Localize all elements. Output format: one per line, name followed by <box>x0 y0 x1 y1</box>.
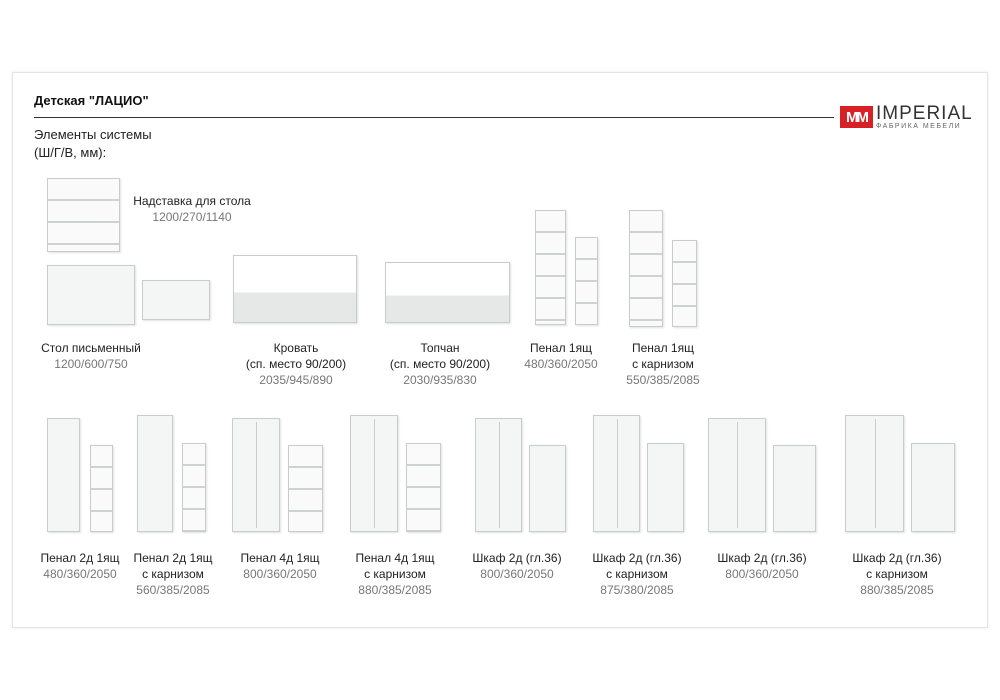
product-name: Надставка для стола <box>133 194 251 208</box>
product-name: Стол письменный <box>41 341 141 355</box>
desk-back-image <box>142 280 210 320</box>
pencil-case-cornice-image <box>629 210 663 327</box>
pencil-case-cornice-open-image <box>672 240 697 327</box>
page-title: Детская "ЛАЦИО" <box>34 93 149 108</box>
penal-4d-cornice-image <box>350 415 398 532</box>
product-dims: 480/360/2050 <box>524 357 598 371</box>
wardrobe-wide-cornice-image <box>845 415 904 532</box>
logo-tagline: ФАБРИКА МЕБЕЛИ <box>876 123 962 130</box>
product-name-line2: с карнизом <box>866 567 928 581</box>
wardrobe-wide-image <box>708 418 766 532</box>
product-name-line2: с карнизом <box>364 567 426 581</box>
product-dims: 880/385/2085 <box>358 583 432 597</box>
product-dims: 560/385/2085 <box>136 583 210 597</box>
product-name: Топчан <box>420 341 460 355</box>
product-dims: 1200/270/1140 <box>152 210 232 224</box>
product-dims: 1200/600/750 <box>54 357 128 371</box>
pencil-case-image <box>535 210 566 325</box>
product-dims: 875/380/2085 <box>600 583 674 597</box>
product-dims: 800/360/2050 <box>480 567 554 581</box>
product-dims: 800/360/2050 <box>725 567 799 581</box>
daybed-image <box>385 262 510 323</box>
product-name-line2: с карнизом <box>142 567 204 581</box>
product-name: Пенал 2д 1ящ <box>40 551 120 565</box>
product-label: Пенал 2д 1ящ 480/360/2050 <box>41 550 120 582</box>
product-name: Кровать <box>273 341 319 355</box>
desk-hutch-image <box>47 178 120 252</box>
penal-4d-cornice-open-image <box>406 443 441 532</box>
product-name: Шкаф 2д (гл.36) <box>592 551 682 565</box>
bed-image <box>233 255 357 323</box>
product-label: Пенал 4д 1ящ 800/360/2050 <box>241 550 320 582</box>
wardrobe-cornice-open-image <box>647 443 684 532</box>
logo-mark: MM <box>840 106 873 128</box>
product-label: Пенал 1ящ 480/360/2050 <box>524 340 597 372</box>
product-name: Пенал 1ящ <box>530 341 592 355</box>
product-label: Пенал 1ящ с карнизом 550/385/2085 <box>626 340 699 388</box>
product-name: Пенал 2д 1ящ <box>133 551 213 565</box>
penal-2d-cornice-image <box>137 415 173 532</box>
product-name-line2: (сп. место 90/200) <box>389 357 491 371</box>
product-dims: 480/360/2050 <box>43 567 117 581</box>
product-dims: 550/385/2085 <box>626 373 700 387</box>
product-label: Шкаф 2д (гл.36) 800/360/2050 <box>472 550 561 582</box>
product-dims: 2035/945/890 <box>259 373 333 387</box>
product-label: Пенал 4д 1ящ с карнизом 880/385/2085 <box>356 550 435 598</box>
product-name: Пенал 4д 1ящ <box>240 551 320 565</box>
product-dims: 800/360/2050 <box>243 567 317 581</box>
pencil-case-open-image <box>575 237 598 325</box>
product-dims: 880/385/2085 <box>860 583 934 597</box>
subtitle-line: (Ш/Г/В, мм): <box>34 145 107 160</box>
subtitle: Элементы системы (Ш/Г/В, мм): <box>34 126 152 162</box>
penal-2d-cornice-open-image <box>182 443 206 532</box>
logo-name: IMPERIAL <box>876 103 973 124</box>
product-label: Кровать (сп. место 90/200) 2035/945/890 <box>246 340 346 388</box>
penal-4d-image <box>232 418 280 532</box>
product-label: Надставка для стола 1200/270/1140 <box>133 193 251 225</box>
product-name-line2: с карнизом <box>632 357 694 371</box>
subtitle-line: Элементы системы <box>34 127 152 142</box>
product-label: Шкаф 2д (гл.36) 800/360/2050 <box>717 550 806 582</box>
desk-image <box>47 265 135 325</box>
penal-4d-open-image <box>288 445 323 532</box>
wardrobe-cornice-image <box>593 415 640 532</box>
product-name-line2: (сп. место 90/200) <box>245 357 347 371</box>
catalog-sheet <box>12 72 988 628</box>
penal-2d-image <box>47 418 80 532</box>
product-dims: 2030/935/830 <box>403 373 477 387</box>
product-name: Пенал 4д 1ящ <box>355 551 435 565</box>
product-name: Шкаф 2д (гл.36) <box>852 551 942 565</box>
product-name: Пенал 1ящ <box>632 341 694 355</box>
product-name: Шкаф 2д (гл.36) <box>472 551 562 565</box>
penal-2d-open-image <box>90 445 113 532</box>
product-name-line2: с карнизом <box>606 567 668 581</box>
wardrobe-wide-open-image <box>773 445 816 532</box>
wardrobe-wide-cornice-open-image <box>911 443 955 532</box>
product-name: Шкаф 2д (гл.36) <box>717 551 807 565</box>
wardrobe-open-image <box>529 445 566 532</box>
product-label: Шкаф 2д (гл.36) с карнизом 875/380/2085 <box>592 550 681 598</box>
product-label: Шкаф 2д (гл.36) с карнизом 880/385/2085 <box>852 550 941 598</box>
product-label: Пенал 2д 1ящ с карнизом 560/385/2085 <box>134 550 213 598</box>
product-label: Топчан (сп. место 90/200) 2030/935/830 <box>390 340 490 388</box>
title-divider <box>34 117 834 118</box>
product-label: Стол письменный 1200/600/750 <box>41 340 141 372</box>
wardrobe-image <box>475 418 522 532</box>
